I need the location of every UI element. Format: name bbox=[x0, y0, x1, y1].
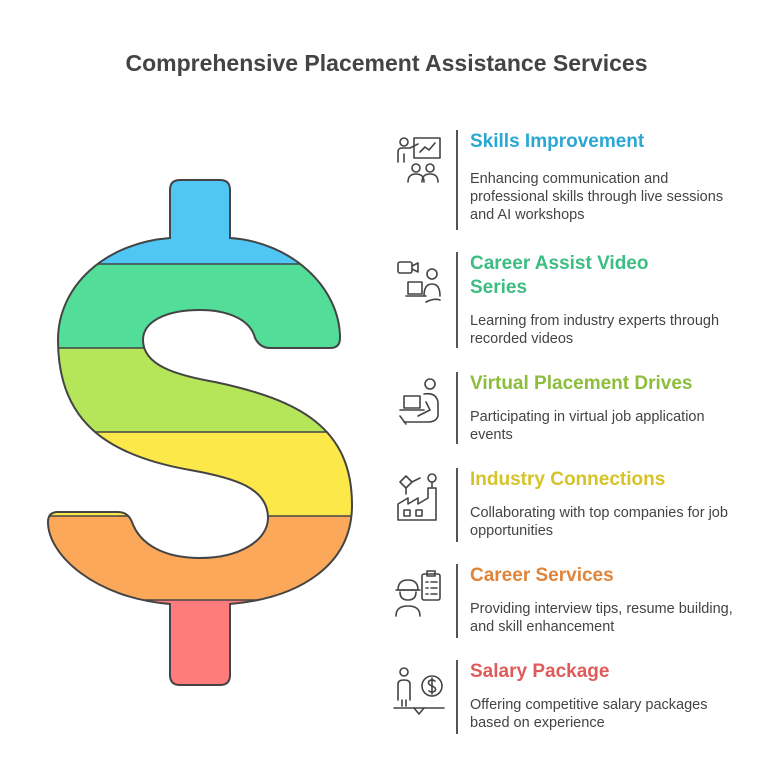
dollar-band-1 bbox=[48, 180, 352, 264]
worker-checklist-icon bbox=[395, 570, 441, 617]
service-item-salary: Salary Package Offering competitive sala… bbox=[390, 660, 750, 734]
item-description: Participating in virtual job application… bbox=[470, 409, 705, 443]
dollar-band-3 bbox=[48, 348, 352, 432]
item-description: Offering competitive salary packages bas… bbox=[470, 697, 708, 731]
item-divider bbox=[456, 252, 458, 348]
video-learning-icon bbox=[397, 261, 441, 303]
item-heading: Industry Connections bbox=[470, 469, 666, 490]
item-divider bbox=[456, 468, 458, 542]
dollar-band-2 bbox=[48, 264, 352, 348]
service-item-skills: Skills Improvement Enhancing communicati… bbox=[390, 130, 750, 230]
item-divider bbox=[456, 564, 458, 638]
item-divider bbox=[456, 130, 458, 230]
item-heading: Career Assist Video Series bbox=[470, 253, 649, 298]
item-heading: Career Services bbox=[470, 565, 614, 586]
page-title: Comprehensive Placement Assistance Servi… bbox=[125, 50, 648, 76]
item-description: Enhancing communication and professional… bbox=[470, 171, 724, 223]
item-heading: Skills Improvement bbox=[470, 131, 645, 152]
item-description: Collaborating with top companies for job… bbox=[470, 505, 728, 539]
presentation-icon bbox=[397, 137, 441, 183]
service-item-video-series: Career Assist Video Series Learning from… bbox=[390, 252, 750, 348]
salary-balance-icon bbox=[393, 667, 445, 715]
dollar-band-4 bbox=[48, 432, 352, 516]
item-divider bbox=[456, 372, 458, 444]
service-item-industry: Industry Connections Collaborating with … bbox=[390, 468, 750, 542]
item-description: Providing interview tips, resume buildin… bbox=[470, 601, 733, 635]
item-heading: Salary Package bbox=[470, 661, 610, 682]
item-divider bbox=[456, 660, 458, 734]
service-item-career-services: Career Services Providing interview tips… bbox=[390, 564, 750, 638]
service-item-virtual-drives: Virtual Placement Drives Participating i… bbox=[390, 372, 750, 444]
factory-robot-icon bbox=[397, 473, 437, 521]
laptop-user-icon bbox=[399, 378, 439, 425]
item-description: Learning from industry experts through r… bbox=[470, 313, 720, 347]
item-heading: Virtual Placement Drives bbox=[470, 373, 693, 394]
